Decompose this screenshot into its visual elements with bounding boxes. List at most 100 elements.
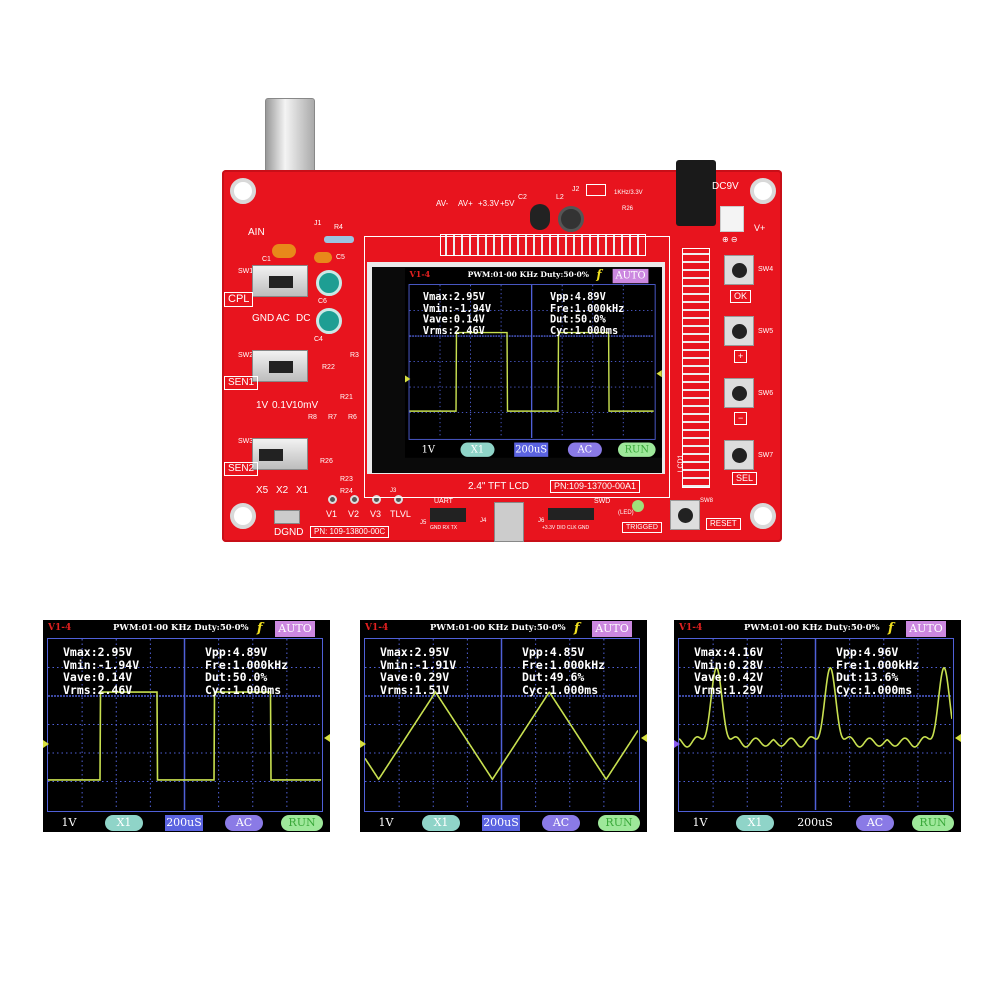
lcd-module bbox=[364, 236, 670, 498]
inductor bbox=[558, 206, 584, 232]
label-sw3: SW3 bbox=[238, 438, 254, 445]
resistor bbox=[324, 236, 354, 243]
measure-vpp: Vpp:4.89V bbox=[205, 645, 268, 659]
coupling-mode[interactable]: AC bbox=[225, 815, 263, 831]
measure-vmin: Vmin:-1.94V bbox=[63, 657, 140, 672]
sel-button[interactable] bbox=[724, 440, 754, 470]
test-signal-header[interactable] bbox=[586, 184, 606, 196]
volt-per-div[interactable]: 1V bbox=[378, 816, 394, 829]
label-c5: C5 bbox=[336, 254, 345, 261]
reset-button[interactable] bbox=[670, 500, 700, 530]
ground-level-marker[interactable] bbox=[360, 740, 366, 749]
label-r22: R22 bbox=[322, 364, 335, 371]
measure-vpp: Vpp:4.89V bbox=[549, 290, 606, 303]
probe-multiplier[interactable]: X1 bbox=[105, 815, 143, 831]
trimmer-capacitor-c4[interactable] bbox=[316, 308, 342, 334]
probe-multiplier[interactable]: X1 bbox=[422, 815, 460, 831]
measure-cyc: Cyc:1.000ms bbox=[205, 682, 282, 697]
timebase[interactable]: 200uS bbox=[165, 815, 203, 831]
measure-vave: Vave:0.42V bbox=[694, 670, 764, 684]
label-sw2: SW2 bbox=[238, 352, 254, 359]
run-status[interactable]: RUN bbox=[618, 442, 656, 457]
label-j3: J3 bbox=[390, 488, 397, 494]
test-point-v3[interactable] bbox=[372, 495, 381, 504]
label-j2: J2 bbox=[572, 186, 580, 193]
volt-per-div[interactable]: 1V bbox=[421, 443, 435, 456]
label-5v: +5V bbox=[500, 199, 515, 208]
label-uart: UART bbox=[434, 498, 453, 505]
run-status[interactable]: RUN bbox=[598, 815, 640, 831]
trigger-led bbox=[632, 500, 644, 512]
signal-trace bbox=[365, 690, 638, 781]
label-trigged: TRIGGED bbox=[622, 522, 662, 533]
volt-per-div[interactable]: 1V bbox=[692, 816, 708, 829]
coupling-mode[interactable]: AC bbox=[567, 442, 602, 457]
measure-fre: Fre:1.000kHz bbox=[522, 657, 606, 672]
pwm-readout: PWM:01·00 KHz Duty:50·0% bbox=[113, 623, 249, 633]
waveform-plot bbox=[409, 285, 654, 439]
label-pn-lcd: PN:109-13700-00A1 bbox=[550, 480, 641, 493]
dc-jack[interactable] bbox=[676, 160, 716, 226]
label-cpl: CPL bbox=[224, 292, 254, 307]
test-point-v2[interactable] bbox=[350, 495, 359, 504]
label-r7: R7 bbox=[328, 414, 337, 421]
trigger-level-marker[interactable] bbox=[656, 369, 662, 377]
trigger-mode-auto[interactable]: AUTO bbox=[612, 268, 649, 284]
probe-multiplier[interactable]: X1 bbox=[736, 815, 774, 831]
minus-button[interactable] bbox=[724, 378, 754, 408]
probe-multiplier[interactable]: X1 bbox=[460, 442, 495, 457]
timebase[interactable]: 200uS bbox=[482, 815, 520, 831]
sensitivity-switch-1[interactable] bbox=[252, 350, 308, 382]
volt-per-div[interactable]: 1V bbox=[61, 816, 77, 829]
signal-trace bbox=[409, 331, 654, 412]
trigger-mode-auto[interactable]: AUTO bbox=[906, 621, 946, 637]
trigger-level-marker[interactable] bbox=[641, 733, 647, 742]
timebase[interactable]: 200uS bbox=[514, 442, 549, 457]
test-point-tlvl[interactable] bbox=[394, 495, 403, 504]
mount-hole bbox=[230, 178, 256, 204]
measure-fre: Fre:1.000kHz bbox=[205, 657, 289, 672]
power-connector[interactable] bbox=[720, 206, 744, 232]
timebase[interactable]: 200uS bbox=[797, 816, 833, 829]
waveform-plot bbox=[679, 639, 952, 810]
coupling-mode[interactable]: AC bbox=[542, 815, 580, 831]
label-c4: C4 bbox=[314, 336, 323, 343]
run-status[interactable]: RUN bbox=[281, 815, 323, 831]
label-r4: R4 bbox=[334, 224, 343, 231]
label-v3: V3 bbox=[370, 509, 382, 519]
trigger-mode-auto[interactable]: AUTO bbox=[275, 621, 315, 637]
signal-trace bbox=[679, 666, 952, 748]
label-dgnd: DGND bbox=[274, 527, 304, 538]
coupling-mode[interactable]: AC bbox=[856, 815, 894, 831]
sensitivity-switch-2[interactable] bbox=[252, 438, 308, 470]
measure-vpp: Vpp:4.96V bbox=[836, 645, 899, 659]
measure-vrms: Vrms:1.29V bbox=[694, 682, 764, 697]
label-av-minus: AV- bbox=[436, 199, 449, 208]
measure-dut: Dut:13.6% bbox=[836, 670, 899, 684]
label-j1: J1 bbox=[314, 220, 322, 227]
coupling-switch[interactable] bbox=[252, 265, 308, 297]
ground-level-marker[interactable] bbox=[405, 375, 411, 383]
measure-vmax: Vmax:4.16V bbox=[694, 645, 764, 659]
trigger-mode-auto[interactable]: AUTO bbox=[592, 621, 632, 637]
label-10mv: 10mV bbox=[292, 400, 319, 411]
measure-vrms: Vrms:1.51V bbox=[380, 682, 450, 697]
label-pn-board: PN: 109-13800-00C bbox=[310, 526, 390, 538]
trigger-level-marker[interactable] bbox=[955, 733, 961, 742]
trigger-level-marker[interactable] bbox=[324, 733, 330, 742]
ground-level-marker[interactable] bbox=[43, 740, 49, 749]
test-point-v1[interactable] bbox=[328, 495, 337, 504]
signal-trace bbox=[48, 691, 321, 781]
plus-button[interactable] bbox=[724, 316, 754, 346]
trimmer-capacitor-c6[interactable] bbox=[316, 270, 342, 296]
usb-port[interactable] bbox=[494, 502, 524, 542]
ok-button[interactable] bbox=[724, 255, 754, 285]
run-status[interactable]: RUN bbox=[912, 815, 954, 831]
label-l2: L2 bbox=[556, 194, 564, 201]
label-sw5: SW5 bbox=[758, 328, 774, 335]
ground-level-marker[interactable] bbox=[674, 740, 680, 749]
measure-vmin: Vmin:-1.91V bbox=[380, 657, 457, 672]
label-3v3: +3.3V bbox=[478, 199, 500, 208]
